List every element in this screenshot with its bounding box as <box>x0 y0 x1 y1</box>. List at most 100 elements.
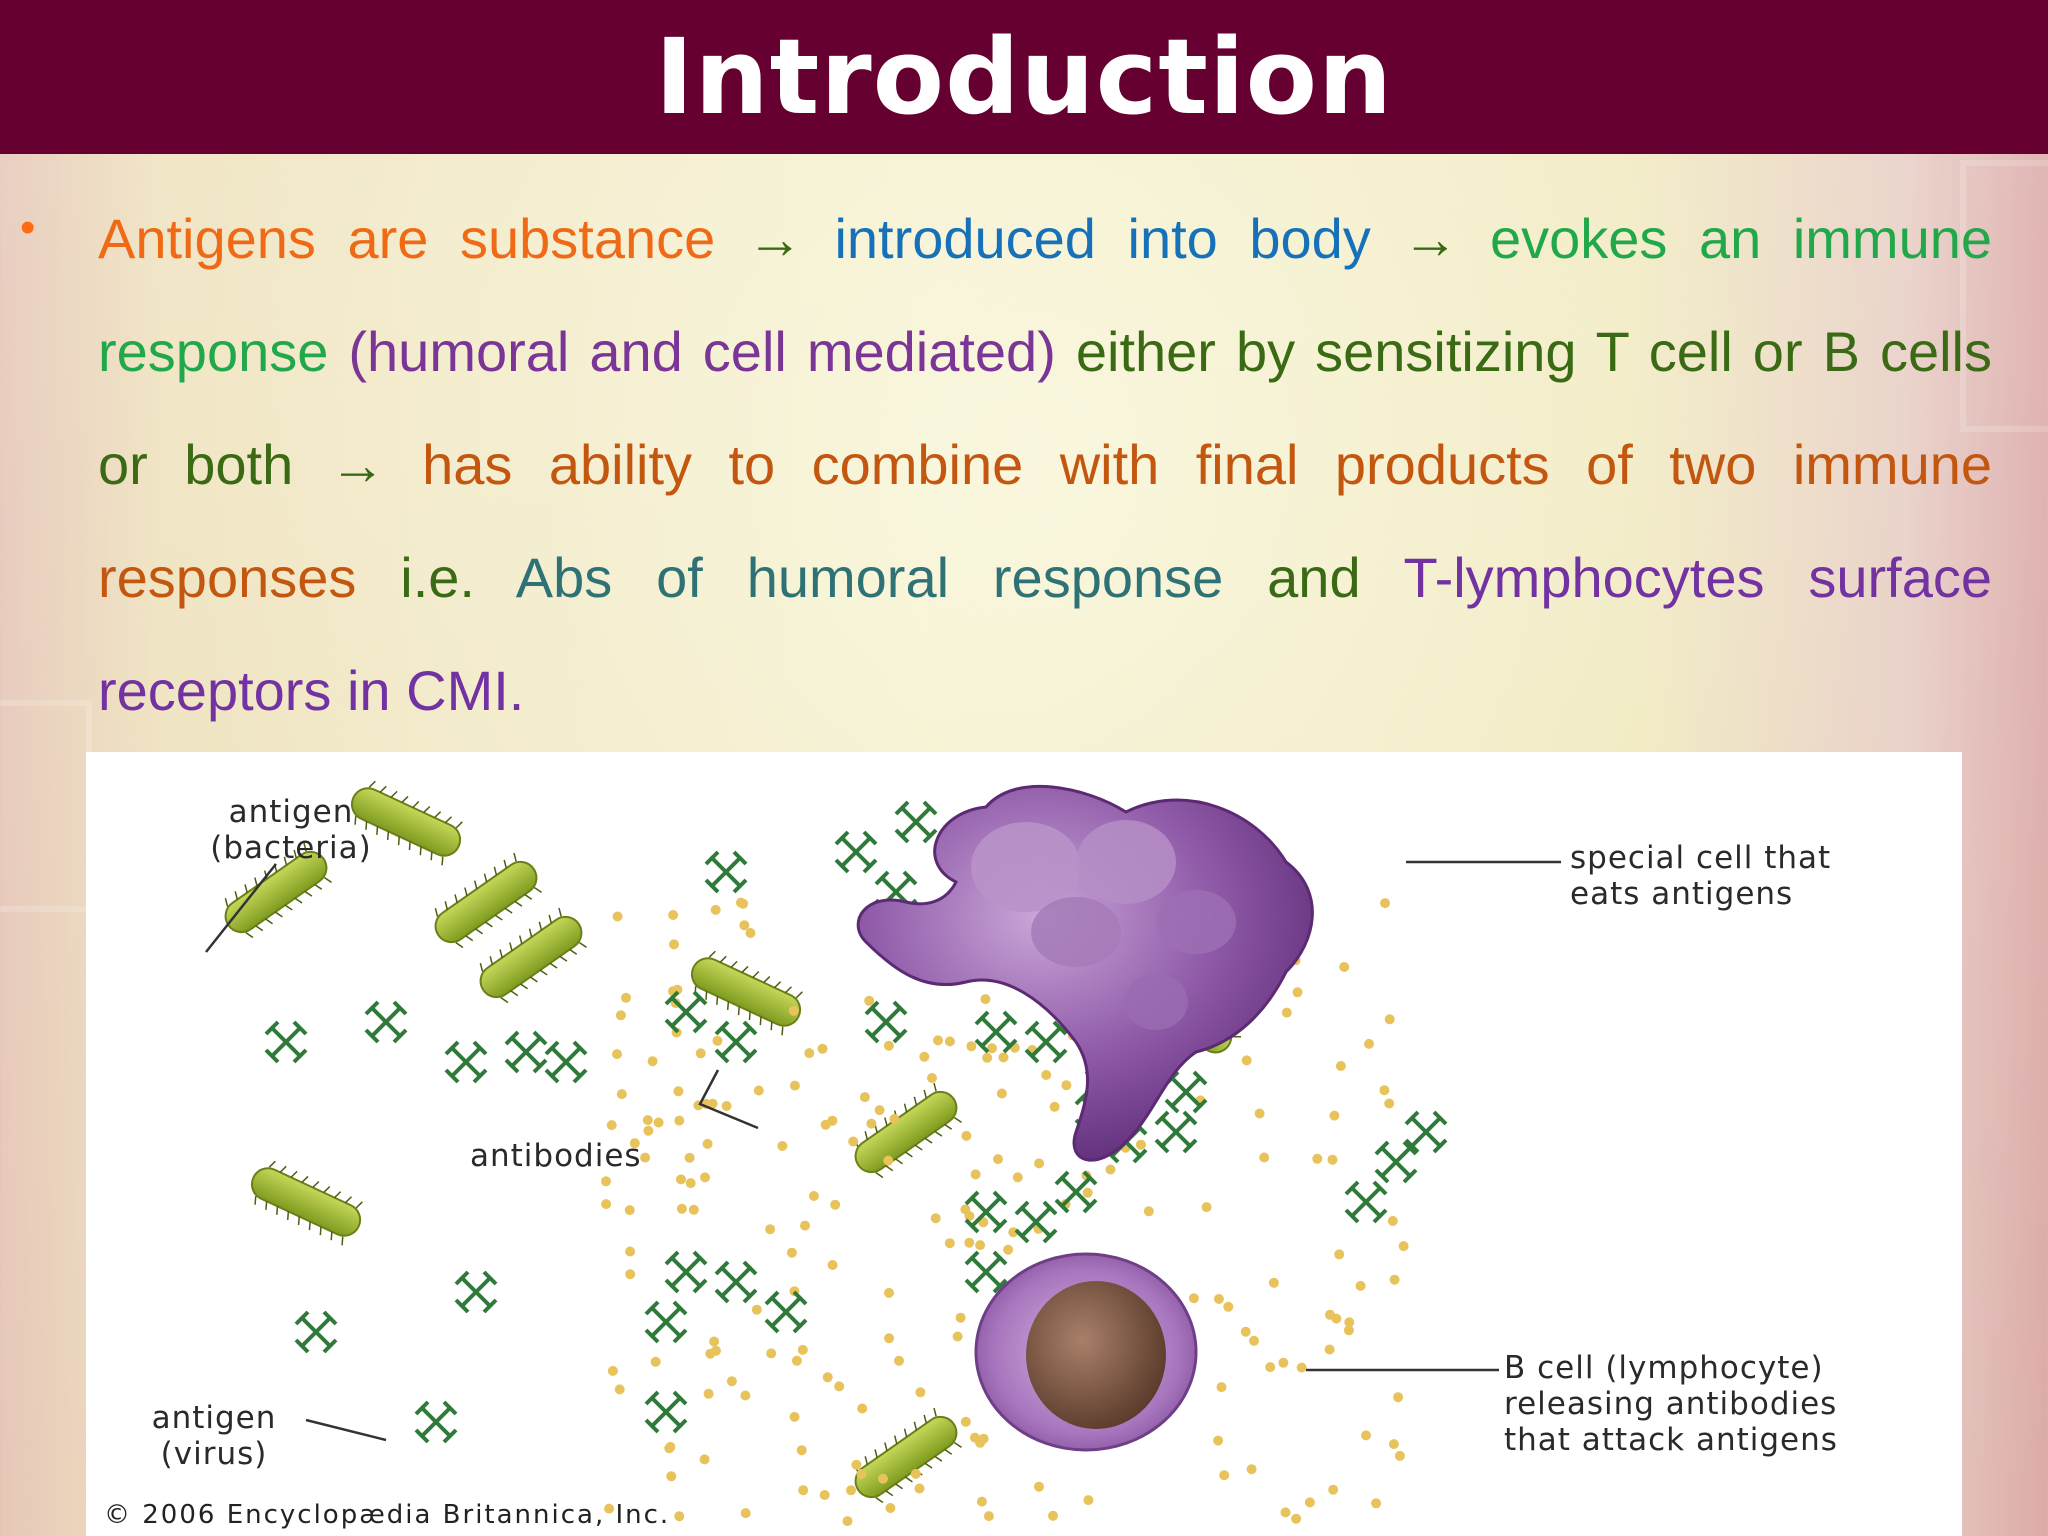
antibody-shape <box>664 1250 708 1294</box>
antibody-dot <box>1143 1206 1154 1217</box>
antibody-dot <box>707 1098 718 1109</box>
antibody-dot <box>1343 1325 1354 1336</box>
antibody-dot <box>964 1237 975 1248</box>
label-line: eats antigens <box>1570 876 1794 912</box>
antibody-shape <box>714 1260 758 1304</box>
antibody-dot <box>640 1152 651 1163</box>
antibody-dot <box>980 994 991 1005</box>
antibody-dot <box>817 1043 828 1054</box>
paragraph-run: → <box>715 207 835 270</box>
bacterium-shape <box>690 950 803 1036</box>
antibody-dot <box>842 1516 853 1527</box>
antibody-shape <box>834 830 878 874</box>
antibody-shape <box>1054 1170 1098 1214</box>
antibody-dot <box>604 1503 615 1514</box>
antibody-dot <box>1388 1439 1399 1450</box>
antibody-dot <box>1296 1362 1307 1373</box>
antibody-shape <box>414 1400 458 1444</box>
label-line: B cell (lymphocyte) <box>1504 1350 1824 1386</box>
antibody-dot <box>740 1390 751 1401</box>
antibody-dot <box>1384 1098 1395 1109</box>
antibody-dot <box>796 1445 807 1456</box>
paragraph-run: → <box>293 433 423 496</box>
antibody-dot <box>676 1203 687 1214</box>
antibody-dot <box>612 911 623 922</box>
antibody-shape <box>1024 1020 1068 1064</box>
antibody-dot <box>642 1115 653 1126</box>
antibody-shape <box>644 1300 688 1344</box>
antibody-dot <box>933 1035 943 1046</box>
bacterium-shape <box>224 842 332 939</box>
label-line: antigen <box>151 1400 277 1436</box>
antibody-dot <box>1034 1158 1045 1169</box>
antibody-dot <box>1339 962 1350 972</box>
antibody-dot <box>1188 1293 1199 1304</box>
antibody-dot <box>1292 987 1303 998</box>
antibody-shape <box>1404 1110 1448 1154</box>
antibody-dot <box>721 1101 732 1111</box>
antibody-dot <box>1380 898 1390 909</box>
antibody-dot <box>859 1092 870 1103</box>
antibody-dot <box>797 1344 808 1355</box>
antibody-dot <box>1327 1154 1338 1165</box>
antibody-dot <box>614 1384 625 1395</box>
antibody-dot <box>914 1483 925 1494</box>
macrophage-cell <box>856 785 1314 1162</box>
antibody-shape <box>864 1000 908 1044</box>
antibody-dot <box>848 1136 859 1147</box>
antibody-dot <box>1254 1108 1265 1119</box>
antibody-dot <box>856 1469 867 1479</box>
label-line: (virus) <box>160 1436 268 1472</box>
antibody-dot <box>830 1199 841 1210</box>
antibody-dot <box>894 1355 904 1366</box>
antibody-dot <box>878 1473 888 1484</box>
paragraph-run: Abs of humoral response <box>515 546 1224 609</box>
antibody-dot <box>1387 1216 1398 1226</box>
antibody-dot <box>944 1036 955 1047</box>
antibody-shape <box>894 800 938 844</box>
antibody-dot <box>976 1496 987 1507</box>
antibody-shape <box>1154 1110 1198 1154</box>
antibody-dot <box>822 1372 833 1383</box>
antibody-shape <box>764 1290 808 1334</box>
slide-title: Introduction <box>654 16 1394 138</box>
immune-response-illustration: antigen (bacteria) special cell that eat… <box>86 752 1962 1536</box>
label-line: antibodies <box>470 1138 642 1174</box>
antibody-dot <box>978 1433 989 1444</box>
antibody-dot <box>695 1048 706 1059</box>
antibody-dot <box>966 1041 977 1052</box>
antibody-dot <box>834 1381 845 1392</box>
antibody-dot <box>1246 1464 1257 1475</box>
bacterium-shape <box>854 1082 962 1179</box>
antibody-dot <box>739 920 750 931</box>
antibody-dot <box>1393 1392 1404 1403</box>
b-cell <box>974 1252 1198 1452</box>
antibody-dot <box>1034 1481 1044 1492</box>
antibody-dot <box>846 1485 856 1496</box>
label-b-cell: B cell (lymphocyte) releasing antibodies… <box>1504 1350 1838 1458</box>
paragraph-run: → <box>1370 207 1490 270</box>
paragraph-run: introduced into body <box>834 207 1371 270</box>
antibody-dot <box>808 1191 819 1201</box>
antibody-dot <box>653 1117 664 1128</box>
antibody-dot <box>1355 1280 1366 1291</box>
antibody-dot <box>1371 1498 1382 1509</box>
antibody-dot <box>1223 1301 1234 1312</box>
antibody-dot <box>889 1114 900 1124</box>
antibody-shape <box>294 1310 338 1354</box>
paragraph-run: T-lymphocytes surface receptors in CMI. <box>98 546 1992 722</box>
antibody-dot <box>884 1287 894 1298</box>
antibody-dot <box>864 995 875 1006</box>
label-line: special cell that <box>1570 840 1832 876</box>
label-leader-lines <box>205 860 1561 1442</box>
antibody-dot <box>1061 1080 1072 1091</box>
antibody-dot <box>751 1304 762 1315</box>
antibody-dot <box>1280 1507 1291 1518</box>
antibody-dot <box>745 928 756 938</box>
antibody-dot <box>601 1176 611 1187</box>
antibody-dot <box>915 1387 926 1398</box>
label-antigen-bacteria: antigen (bacteria) <box>206 794 376 866</box>
antibody-dot <box>788 1005 799 1016</box>
antibody-dot <box>1398 1241 1409 1252</box>
antibody-dot <box>998 1052 1009 1063</box>
